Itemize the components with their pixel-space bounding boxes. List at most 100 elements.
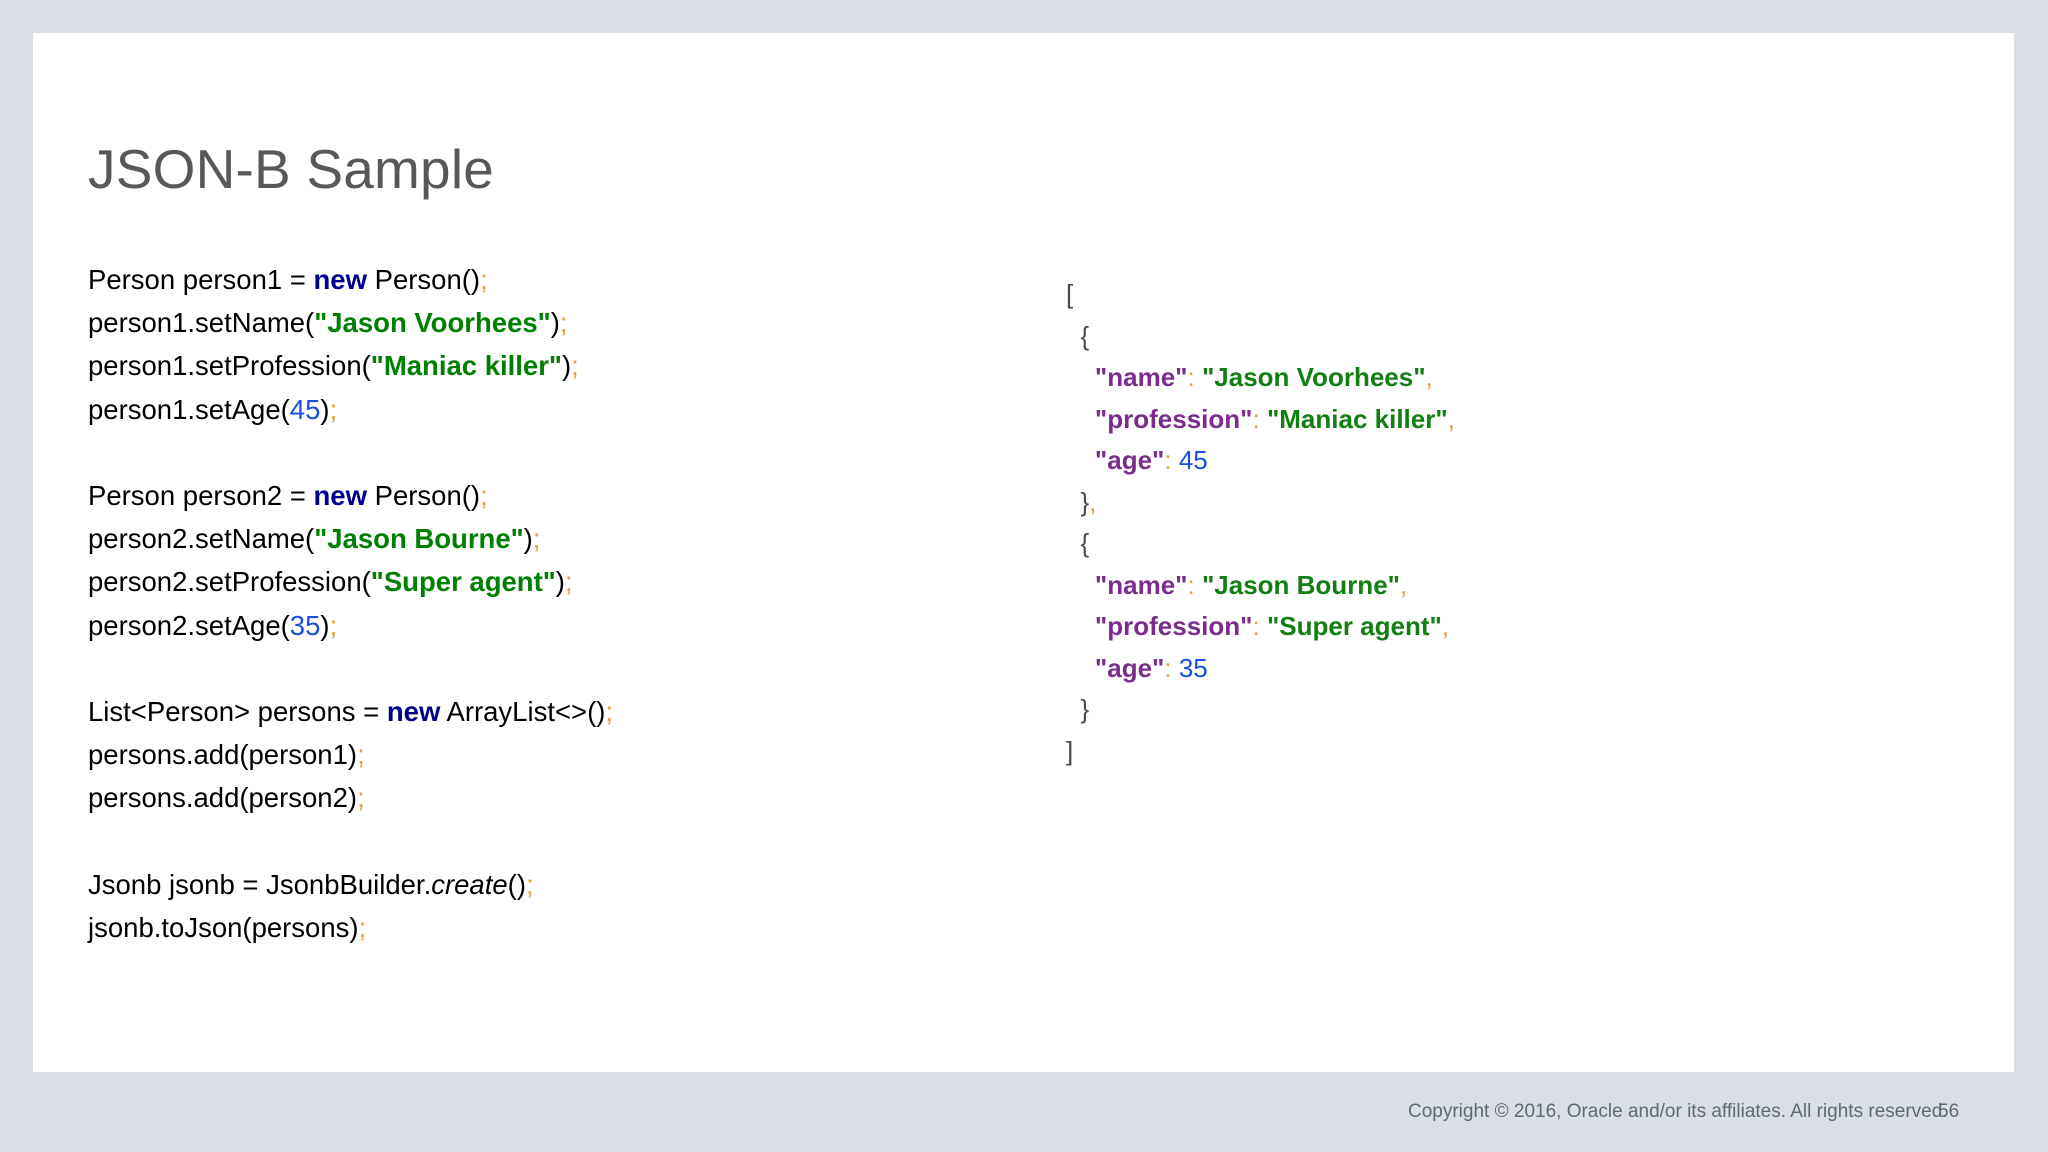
code-token-brace: [ — [1066, 279, 1074, 309]
code-token-punct: : — [1164, 652, 1172, 683]
json-output-line-8: "name": "Jason Bourne", — [1066, 565, 1455, 607]
code-token-key: "profession" — [1094, 403, 1253, 434]
json-output-line-9: "profession": "Super agent", — [1066, 606, 1455, 648]
code-token-punct: ; — [559, 307, 568, 339]
code-token-keyword: new — [313, 264, 367, 295]
code-token-plain: person1.setAge( — [88, 393, 290, 425]
java-code-line-8: person2.setProfession("Super agent"); — [88, 560, 613, 603]
code-token-italic: create — [431, 868, 508, 900]
code-token-punct: ; — [480, 479, 488, 511]
code-token-punct: : — [1187, 362, 1195, 392]
code-token-string: "Maniac killer" — [370, 350, 562, 382]
java-code-line-16: jsonb.toJson(persons); — [88, 906, 613, 949]
json-output-line-10: "age": 35 — [1066, 648, 1455, 690]
code-token-plain: ) — [555, 566, 565, 598]
code-token-key: "age" — [1094, 652, 1165, 683]
code-token-jstring: "Jason Voorhees" — [1201, 362, 1426, 392]
code-token-string: "Jason Voorhees" — [314, 307, 551, 339]
code-token-brace: ] — [1066, 735, 1074, 766]
code-token-brace — [1066, 362, 1095, 392]
code-token-plain: ) — [320, 609, 330, 641]
json-output-block: [ { "name": "Jason Voorhees", "professio… — [1066, 274, 1455, 772]
code-token-plain — [1195, 570, 1202, 600]
code-token-punct: , — [1441, 611, 1450, 641]
java-code-line-5 — [88, 431, 613, 474]
code-token-plain: person1.setName( — [88, 307, 315, 339]
code-token-jstring: "Jason Bourne" — [1201, 569, 1400, 600]
java-code-line-11: List<Person> persons = new ArrayList<>()… — [88, 690, 613, 733]
code-token-punct: ; — [564, 566, 573, 598]
code-token-punct: ; — [525, 868, 534, 900]
json-output-line-12: ] — [1066, 731, 1455, 773]
json-output-line-7: { — [1066, 523, 1455, 565]
code-token-plain — [1172, 445, 1179, 475]
code-token-jnumber: 35 — [1178, 652, 1208, 683]
code-token-plain: ) — [523, 523, 533, 555]
java-code-line-15: Jsonb jsonb = JsonbBuilder.create(); — [88, 863, 613, 906]
json-output-line-6: }, — [1066, 482, 1455, 524]
code-token-punct: ; — [358, 911, 367, 943]
code-token-plain — [1172, 653, 1179, 683]
code-token-brace — [1066, 404, 1095, 434]
code-token-plain: ) — [561, 350, 572, 382]
code-token-plain: ) — [550, 307, 560, 339]
code-token-punct: , — [1425, 362, 1433, 392]
code-token-plain: Person() — [366, 264, 481, 295]
code-token-key: "name" — [1094, 362, 1188, 392]
code-token-punct: , — [1447, 403, 1455, 434]
code-token-plain: () — [507, 868, 526, 900]
code-token-punct: ; — [605, 695, 614, 727]
java-code-line-6: Person person2 = new Person(); — [88, 474, 613, 517]
code-token-brace: } — [1066, 486, 1090, 517]
code-token-string: "Jason Bourne" — [314, 523, 524, 555]
code-token-punct: ; — [357, 782, 365, 814]
code-token-brace — [1066, 570, 1095, 600]
code-token-string: "Super agent" — [370, 566, 556, 598]
json-output-line-5: "age": 45 — [1066, 440, 1455, 482]
json-output-line-4: "profession": "Maniac killer", — [1066, 399, 1455, 441]
json-output-line-11: } — [1066, 689, 1455, 731]
footer-page-number: 56 — [1938, 1101, 1960, 1122]
java-code-line-14 — [88, 819, 613, 862]
code-token-punct: : — [1187, 569, 1195, 600]
code-token-brace — [1066, 611, 1095, 641]
code-token-plain: jsonb.toJson(persons) — [88, 911, 359, 943]
code-token-plain: persons.add(person1) — [88, 739, 358, 771]
java-code-line-13: persons.add(person2); — [88, 776, 613, 819]
code-token-number: 35 — [289, 609, 321, 641]
java-code-line-10 — [88, 647, 613, 690]
code-token-jstring: "Maniac killer" — [1266, 403, 1448, 434]
code-token-plain: person1.setProfession( — [88, 350, 371, 382]
java-code-line-3: person1.setProfession("Maniac killer"); — [88, 344, 613, 387]
java-code-line-12: persons.add(person1); — [88, 733, 613, 776]
code-token-plain: ArrayList<>() — [440, 695, 606, 727]
code-token-number: 45 — [289, 393, 321, 425]
code-token-punct: ; — [571, 350, 579, 382]
java-code-line-2: person1.setName("Jason Voorhees"); — [88, 301, 613, 344]
code-token-jnumber: 45 — [1178, 445, 1208, 475]
code-token-key: "name" — [1094, 569, 1188, 600]
code-token-plain: ) — [320, 393, 330, 425]
code-token-plain: List<Person> persons = — [88, 695, 387, 727]
code-token-plain: Person() — [366, 479, 481, 511]
code-token-punct: : — [1164, 445, 1172, 475]
code-token-keyword: new — [386, 695, 441, 727]
json-output-line-2: { — [1066, 316, 1455, 358]
code-token-plain — [1195, 362, 1202, 392]
code-token-brace: } — [1066, 694, 1090, 724]
code-token-key: "age" — [1094, 445, 1165, 475]
code-token-punct: ; — [329, 393, 338, 425]
code-token-plain — [1260, 611, 1267, 641]
code-token-punct: ; — [357, 739, 365, 771]
code-token-brace — [1066, 445, 1095, 475]
footer-copyright: Copyright © 2016, Oracle and/or its affi… — [1408, 1101, 1948, 1122]
json-output-line-3: "name": "Jason Voorhees", — [1066, 357, 1455, 399]
code-token-punct: , — [1399, 569, 1408, 600]
code-token-punct: , — [1089, 486, 1097, 517]
java-code-line-9: person2.setAge(35); — [88, 604, 613, 647]
code-token-punct: ; — [329, 609, 338, 641]
code-token-key: "profession" — [1094, 611, 1253, 641]
code-token-punct: : — [1252, 403, 1260, 434]
code-token-plain — [1260, 404, 1267, 434]
code-token-plain: person2.setProfession( — [88, 566, 371, 598]
